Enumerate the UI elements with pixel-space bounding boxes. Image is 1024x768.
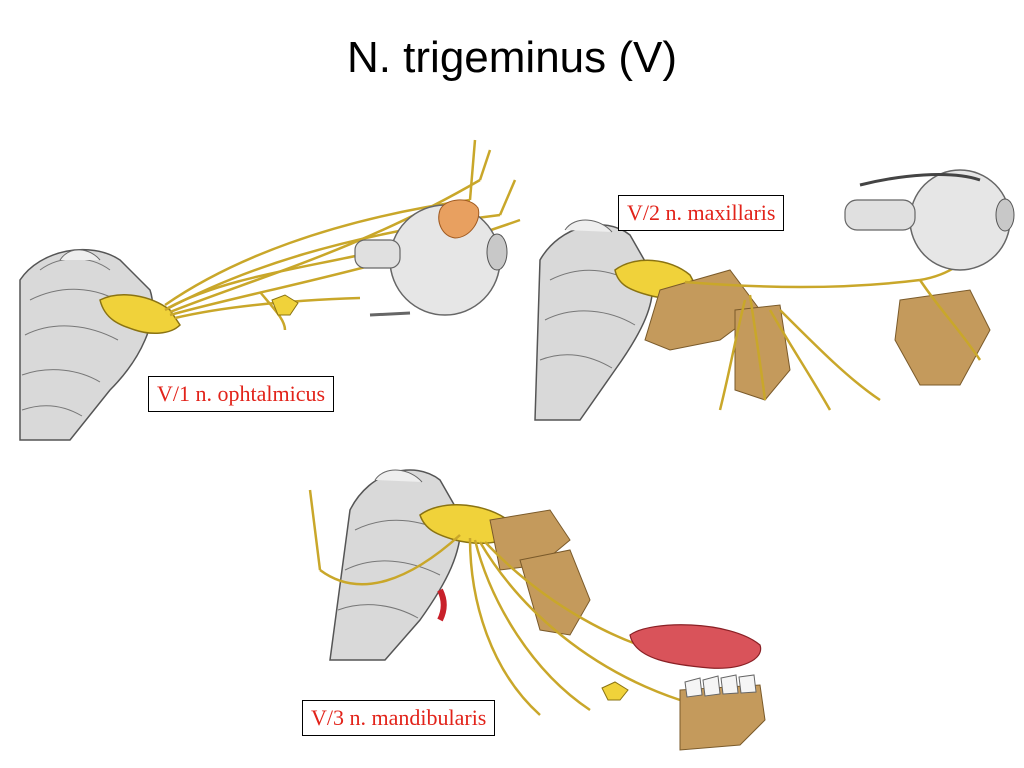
label-mandibular-text: V/3 n. mandibularis	[311, 705, 487, 730]
label-ophthalmic-text: V/1 n. ophtalmicus	[157, 381, 326, 406]
illustration-ophthalmic-nerve	[0, 120, 540, 450]
brainstem	[19, 248, 154, 441]
label-mandibular-nerve: V/3 n. mandibularis	[302, 700, 496, 736]
eyeball	[844, 169, 1015, 271]
label-maxillary-nerve: V/2 n. maxillaris	[618, 195, 785, 231]
ciliary-ganglion	[271, 294, 299, 316]
illustration-mandibular-nerve	[290, 450, 790, 760]
middle-meningeal-artery	[437, 588, 447, 622]
zygomatic-branch-dark	[859, 173, 981, 187]
skull-bones	[644, 269, 991, 401]
label-ophthalmic-nerve: V/1 n. ophtalmicus	[148, 376, 335, 412]
ophthalmic-nerve-drawing	[19, 139, 521, 441]
slide-title: N. trigeminus (V)	[346, 33, 678, 82]
label-maxillary-text: V/2 n. maxillaris	[627, 200, 776, 225]
submandibular-ganglion	[601, 681, 629, 701]
mandibular-nerve-drawing	[308, 469, 766, 751]
lacrimal-gland	[438, 199, 480, 239]
brainstem	[329, 469, 462, 661]
trigeminal-ganglion	[99, 294, 181, 335]
maxillary-nerve-drawing	[534, 169, 1015, 421]
maxillary-nerve-branches	[684, 239, 982, 411]
tongue	[629, 624, 762, 669]
eyeball	[354, 204, 508, 316]
brainstem	[534, 219, 654, 421]
illustration-maxillary-nerve	[520, 160, 1024, 450]
optic-nerve-stub	[369, 311, 411, 317]
mandible-teeth	[679, 674, 766, 751]
